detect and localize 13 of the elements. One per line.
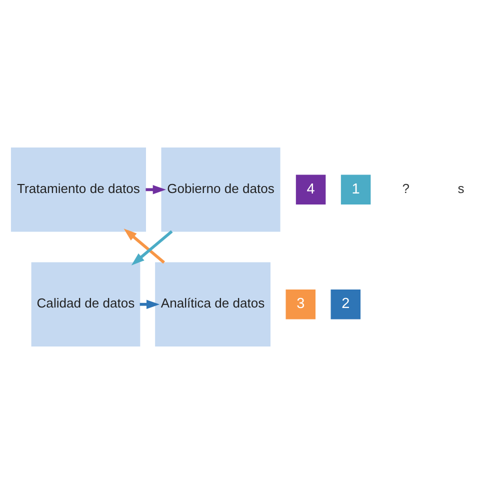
node-box: 3 xyxy=(286,288,316,319)
arrow xyxy=(146,184,166,194)
node-box: 4 xyxy=(296,174,326,204)
node-box: 1 xyxy=(340,174,371,204)
node-box: Calidad de datos xyxy=(31,262,140,346)
node-box: 2 xyxy=(330,288,361,319)
arrow xyxy=(124,228,165,264)
node-box: Tratamiento de datos xyxy=(10,147,146,232)
arrow xyxy=(131,230,173,265)
label: s xyxy=(458,180,464,196)
label: ? xyxy=(402,180,410,196)
node-box: Gobierno de datos xyxy=(161,147,280,232)
node-box: Analítica de datos xyxy=(155,262,270,346)
